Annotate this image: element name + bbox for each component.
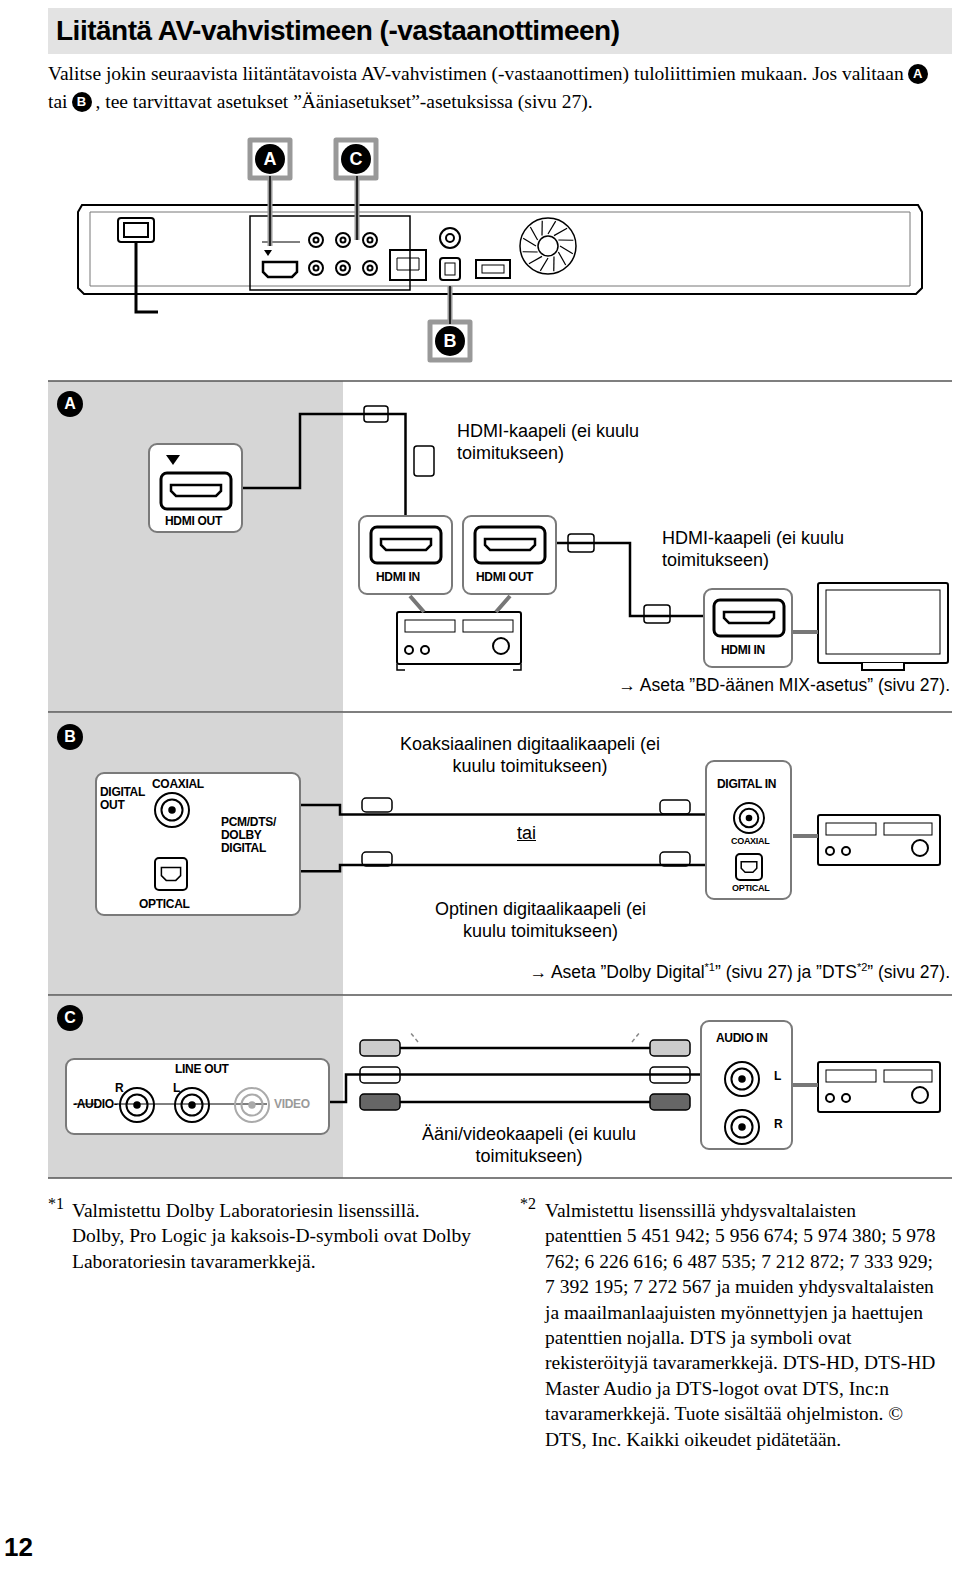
text-group: *2 bbox=[520, 1194, 536, 1214]
callout-letter: B bbox=[435, 326, 465, 356]
text-label: *1 bbox=[48, 1195, 64, 1212]
port-label: HDMI OUT bbox=[476, 571, 533, 584]
port-label: DIGITAL OUT bbox=[100, 786, 144, 812]
text-label: tai bbox=[517, 823, 536, 843]
audio-port-panel: LINE OUT -AUDIO- R L VIDEO bbox=[65, 1058, 330, 1135]
cable-label: Ääni/videokaapeli (ei kuulu toimitukseen… bbox=[417, 1123, 641, 1167]
port-label: LINE OUT bbox=[175, 1063, 229, 1076]
text-group: B bbox=[57, 724, 83, 750]
audio-port-panel: DIGITAL OUT COAXIAL PCM/DTS/ DOLBY DIGITAL… bbox=[95, 772, 301, 916]
port-label: HDMI IN bbox=[721, 644, 765, 657]
hdmi-port-box: HDMI OUT bbox=[462, 515, 557, 595]
cable-connector bbox=[330, 1075, 700, 1102]
text-label: *2 bbox=[520, 1195, 536, 1212]
extra-av-wires bbox=[400, 1032, 650, 1102]
callout-letter: A bbox=[908, 64, 928, 84]
footnote-mark: *1 bbox=[705, 961, 715, 973]
text-group: B bbox=[435, 326, 465, 356]
text-label: Valmistettu lisenssillä yhdysvaltalaiste… bbox=[545, 1200, 936, 1450]
port-label: L bbox=[774, 1070, 781, 1083]
port-label: R bbox=[115, 1082, 123, 1095]
hdmi-port-box: HDMI IN bbox=[703, 588, 793, 668]
audio-port-panel: AUDIO IN L R bbox=[700, 1020, 793, 1150]
callout-letter: B bbox=[57, 724, 83, 750]
connector-icon bbox=[464, 517, 559, 597]
port-label: R bbox=[774, 1118, 782, 1131]
port-label: HDMI IN bbox=[376, 571, 420, 584]
hdmi-port-box: HDMI IN bbox=[358, 515, 453, 595]
text-label: Valitse jokin seuraavista liitäntätavois… bbox=[48, 63, 904, 84]
callout-letter: A bbox=[57, 391, 83, 417]
audio-port-panel: DIGITAL IN COAXIAL OPTICAL bbox=[705, 760, 792, 900]
text-label: ” (sivu 27). bbox=[867, 962, 950, 982]
cable-label: Optinen digitaalikaapeli (ei kuulu toimi… bbox=[416, 898, 665, 942]
callout-lines bbox=[250, 140, 470, 360]
text-group: Valmistettu lisenssillä yhdysvaltalaiste… bbox=[545, 1198, 937, 1452]
cable-connector bbox=[301, 805, 705, 814]
callout-letter: C bbox=[57, 1005, 83, 1031]
text-group: C bbox=[57, 1005, 83, 1031]
hdmi-port-box: HDMI OUT bbox=[148, 443, 243, 533]
port-label: HDMI OUT bbox=[165, 515, 222, 528]
text-group: C bbox=[341, 144, 371, 174]
port-label: COAXIAL bbox=[152, 778, 204, 791]
callout-letter: B bbox=[72, 92, 92, 112]
text-label: tai bbox=[48, 91, 68, 112]
text-group: → Aseta ”BD-äänen MIX-asetus” (sivu 27). bbox=[618, 674, 950, 696]
text-label: ” (sivu 27) ja ”DTS bbox=[715, 962, 857, 982]
connector-icon bbox=[705, 590, 795, 670]
cable-label: Koaksiaalinen digitaalikaapeli (ei kuulu… bbox=[393, 733, 667, 777]
text-label: Valmistettu Dolby Laboratoriesin lisenss… bbox=[72, 1200, 471, 1272]
cable-plugs bbox=[360, 406, 690, 1110]
port-label: L bbox=[173, 1082, 180, 1095]
port-label: COAXIAL bbox=[731, 837, 769, 847]
text-label: → Aseta ”BD-äänen MIX-asetus” (sivu 27). bbox=[618, 675, 950, 695]
player-rear-panel bbox=[78, 205, 922, 312]
text-group: *1 bbox=[48, 1194, 64, 1214]
port-label: VIDEO bbox=[274, 1098, 310, 1111]
text-label: , tee tarvittavat asetukset ”Ääniasetuks… bbox=[96, 91, 593, 112]
text-group: Valmistettu Dolby Laboratoriesin lisenss… bbox=[72, 1198, 472, 1274]
panel-grounds bbox=[48, 381, 952, 1178]
cable-label: HDMI-kaapeli (ei kuulu toimitukseen) bbox=[660, 527, 879, 571]
port-label: -AUDIO- bbox=[73, 1098, 118, 1111]
port-label: AUDIO IN bbox=[716, 1032, 768, 1045]
cable-label: HDMI-kaapeli (ei kuulu toimitukseen) bbox=[455, 420, 674, 464]
text-group: tai bbox=[517, 822, 536, 844]
cable-connector bbox=[301, 865, 705, 871]
callout-lines-core bbox=[270, 176, 450, 324]
page-title: Liitäntä AV-vahvistimeen (-vastaanottime… bbox=[56, 13, 620, 49]
port-label: OPTICAL bbox=[732, 884, 769, 894]
text-group: A bbox=[57, 391, 83, 417]
port-label: OPTICAL bbox=[139, 898, 190, 911]
port-leader-lines bbox=[410, 596, 818, 1085]
port-label: PCM/DTS/ DOLBY DIGITAL bbox=[221, 816, 297, 856]
text-group: A bbox=[255, 144, 285, 174]
text-label: → Aseta ”Dolby Digital bbox=[529, 962, 704, 982]
text-group: → Aseta ”Dolby Digital*1” (sivu 27) ja ”… bbox=[529, 956, 950, 983]
callout-letter: A bbox=[255, 144, 285, 174]
port-label: DIGITAL IN bbox=[717, 778, 776, 791]
text-group: 12 bbox=[4, 1532, 33, 1562]
connector-icon bbox=[360, 517, 455, 597]
cable-connector bbox=[243, 414, 406, 515]
title-bar bbox=[48, 8, 952, 54]
tv bbox=[818, 583, 948, 670]
text-group: Valitse jokin seuraavista liitäntätavois… bbox=[48, 60, 938, 116]
text-label: 12 bbox=[4, 1532, 33, 1562]
callout-letter: C bbox=[341, 144, 371, 174]
footnote-mark: *2 bbox=[857, 961, 867, 973]
